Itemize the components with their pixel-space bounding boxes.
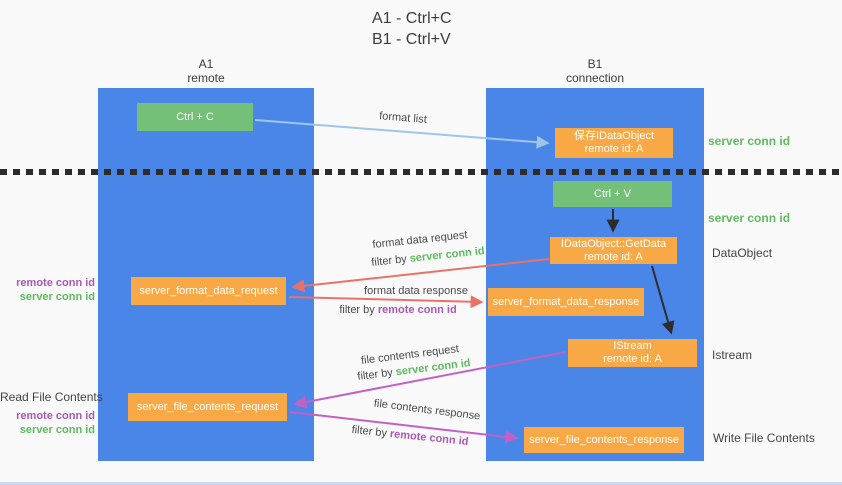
node-save-idataobject-line1: 保存IDataObject <box>573 130 655 142</box>
left-conn-ids-bottom: remote conn id server conn id <box>0 409 95 437</box>
edge-label-file-contents-response: file contents response <box>373 397 481 423</box>
filter-key-remote-conn-id: remote conn id <box>389 427 469 449</box>
node-save-idataobject-line2: remote id: A <box>584 143 644 155</box>
node-istream: IStream remote id: A <box>568 339 697 367</box>
node-getdata-line2: remote id: A <box>584 250 643 263</box>
node-ctrl-c: Ctrl + C <box>137 103 253 131</box>
node-istream-line2: remote id: A <box>603 353 662 365</box>
edge-label-format-list: format list <box>378 110 428 126</box>
right-label-write-file-contents: Write File Contents <box>713 431 815 445</box>
right-label-dataobject: DataObject <box>712 246 773 260</box>
arrow-format-data-response <box>288 295 484 309</box>
edge-label-format-data-response: format data response <box>364 285 468 297</box>
title-line-1: A1 - Ctrl+C <box>372 10 452 27</box>
node-format-request-label: server_format_data_request <box>139 284 278 297</box>
node-file-response-label: server_file_contents_response <box>529 433 679 446</box>
right-label-server-conn-id-2: server conn id <box>708 211 791 225</box>
node-server-format-data-response: server_format_data_response <box>488 288 644 316</box>
node-ctrl-c-label: Ctrl + C <box>176 110 214 123</box>
node-file-request-label: server_file_contents_request <box>136 400 279 413</box>
left-remote-conn-id-2: remote conn id <box>16 410 95 422</box>
right-label-server-conn-id-1: server conn id <box>708 134 791 148</box>
lane-header-a1: A1 remote <box>146 57 266 85</box>
node-idataobject-getdata: IDataObject::GetData remote id: A <box>550 237 677 264</box>
lane-header-b1: B1 connection <box>535 57 655 85</box>
session-divider-dotted-line <box>0 169 842 175</box>
right-label-istream: Istream <box>712 348 753 362</box>
node-server-file-contents-response: server_file_contents_response <box>524 427 684 453</box>
node-format-response-label: server_format_data_response <box>492 295 640 308</box>
left-remote-conn-id-1: remote conn id <box>16 277 95 289</box>
node-ctrl-v: Ctrl + V <box>553 181 672 207</box>
node-ctrl-v-label: Ctrl + V <box>594 187 631 200</box>
filter-prefix: filter by <box>339 304 375 316</box>
left-label-read-file-contents: Read File Contents <box>0 390 103 404</box>
left-server-conn-id-2: server conn id <box>19 424 95 436</box>
title-line-2: B1 - Ctrl+V <box>372 31 451 48</box>
node-getdata-line1: IDataObject::GetData <box>560 237 667 250</box>
filter-prefix: filter by <box>351 423 388 440</box>
node-server-format-data-request: server_format_data_request <box>131 277 286 305</box>
left-conn-ids-top: remote conn id server conn id <box>0 276 95 304</box>
edge-label-filter-remote-conn-1: filter by remote conn id <box>339 304 456 316</box>
filter-prefix: filter by <box>370 253 408 269</box>
filter-key-remote-conn-id: remote conn id <box>377 304 457 316</box>
lane-a1-name: A1 <box>198 57 214 71</box>
node-server-file-contents-request: server_file_contents_request <box>128 393 287 421</box>
lane-a1-role: remote <box>187 71 225 85</box>
left-server-conn-id-1: server conn id <box>19 291 95 303</box>
filter-prefix: filter by <box>356 366 394 383</box>
bottom-window-edge <box>0 482 842 485</box>
node-istream-line1: IStream <box>613 340 652 352</box>
edge-label-filter-remote-conn-2: filter by remote conn id <box>351 424 469 448</box>
diagram-title: A1 - Ctrl+C B1 - Ctrl+V <box>372 8 452 50</box>
lane-b1-name: B1 <box>587 57 603 71</box>
node-save-idataobject: 保存IDataObject remote id: A <box>555 128 673 158</box>
filter-key-server-conn-id: server conn id <box>409 245 486 265</box>
lane-b1-role: connection <box>565 71 625 85</box>
